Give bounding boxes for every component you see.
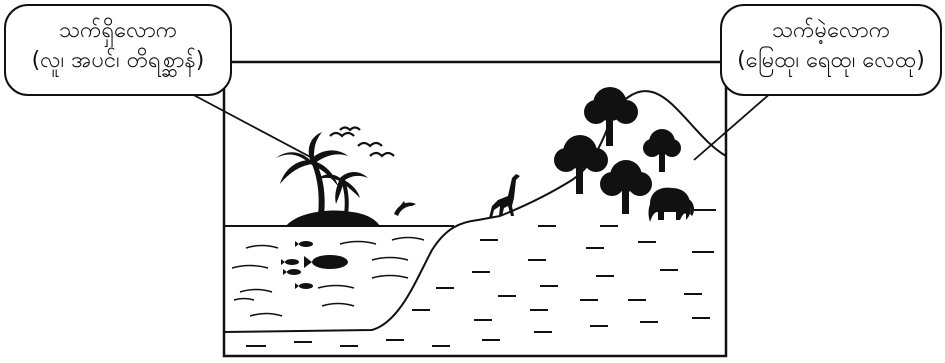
nonliving-world-callout: သက်မဲ့လောက (မြေထု၊ ရေထု၊ လေထု) — [720, 4, 942, 96]
living-world-examples: (လူ၊ အပင်၊ တိရစ္ဆာန်) — [6, 46, 230, 76]
water-waves — [232, 238, 424, 317]
nonliving-world-title: သက်မဲ့လောက — [722, 16, 940, 46]
living-pointer-line — [188, 92, 316, 160]
fish-icon — [281, 241, 348, 289]
dolphin-icon — [394, 201, 416, 216]
giraffe-icon — [489, 174, 520, 218]
nonliving-world-examples: (မြေထု၊ ရေထု၊ လေထု) — [722, 46, 940, 76]
land-dashes — [246, 210, 716, 346]
living-world-callout: သက်ရှိလောက (လူ၊ အပင်၊ တိရစ္ဆာန်) — [4, 4, 232, 96]
nonliving-pointer-line — [694, 92, 772, 160]
living-world-title: သက်ရှိလောက — [6, 16, 230, 46]
elephant-icon — [649, 188, 695, 222]
